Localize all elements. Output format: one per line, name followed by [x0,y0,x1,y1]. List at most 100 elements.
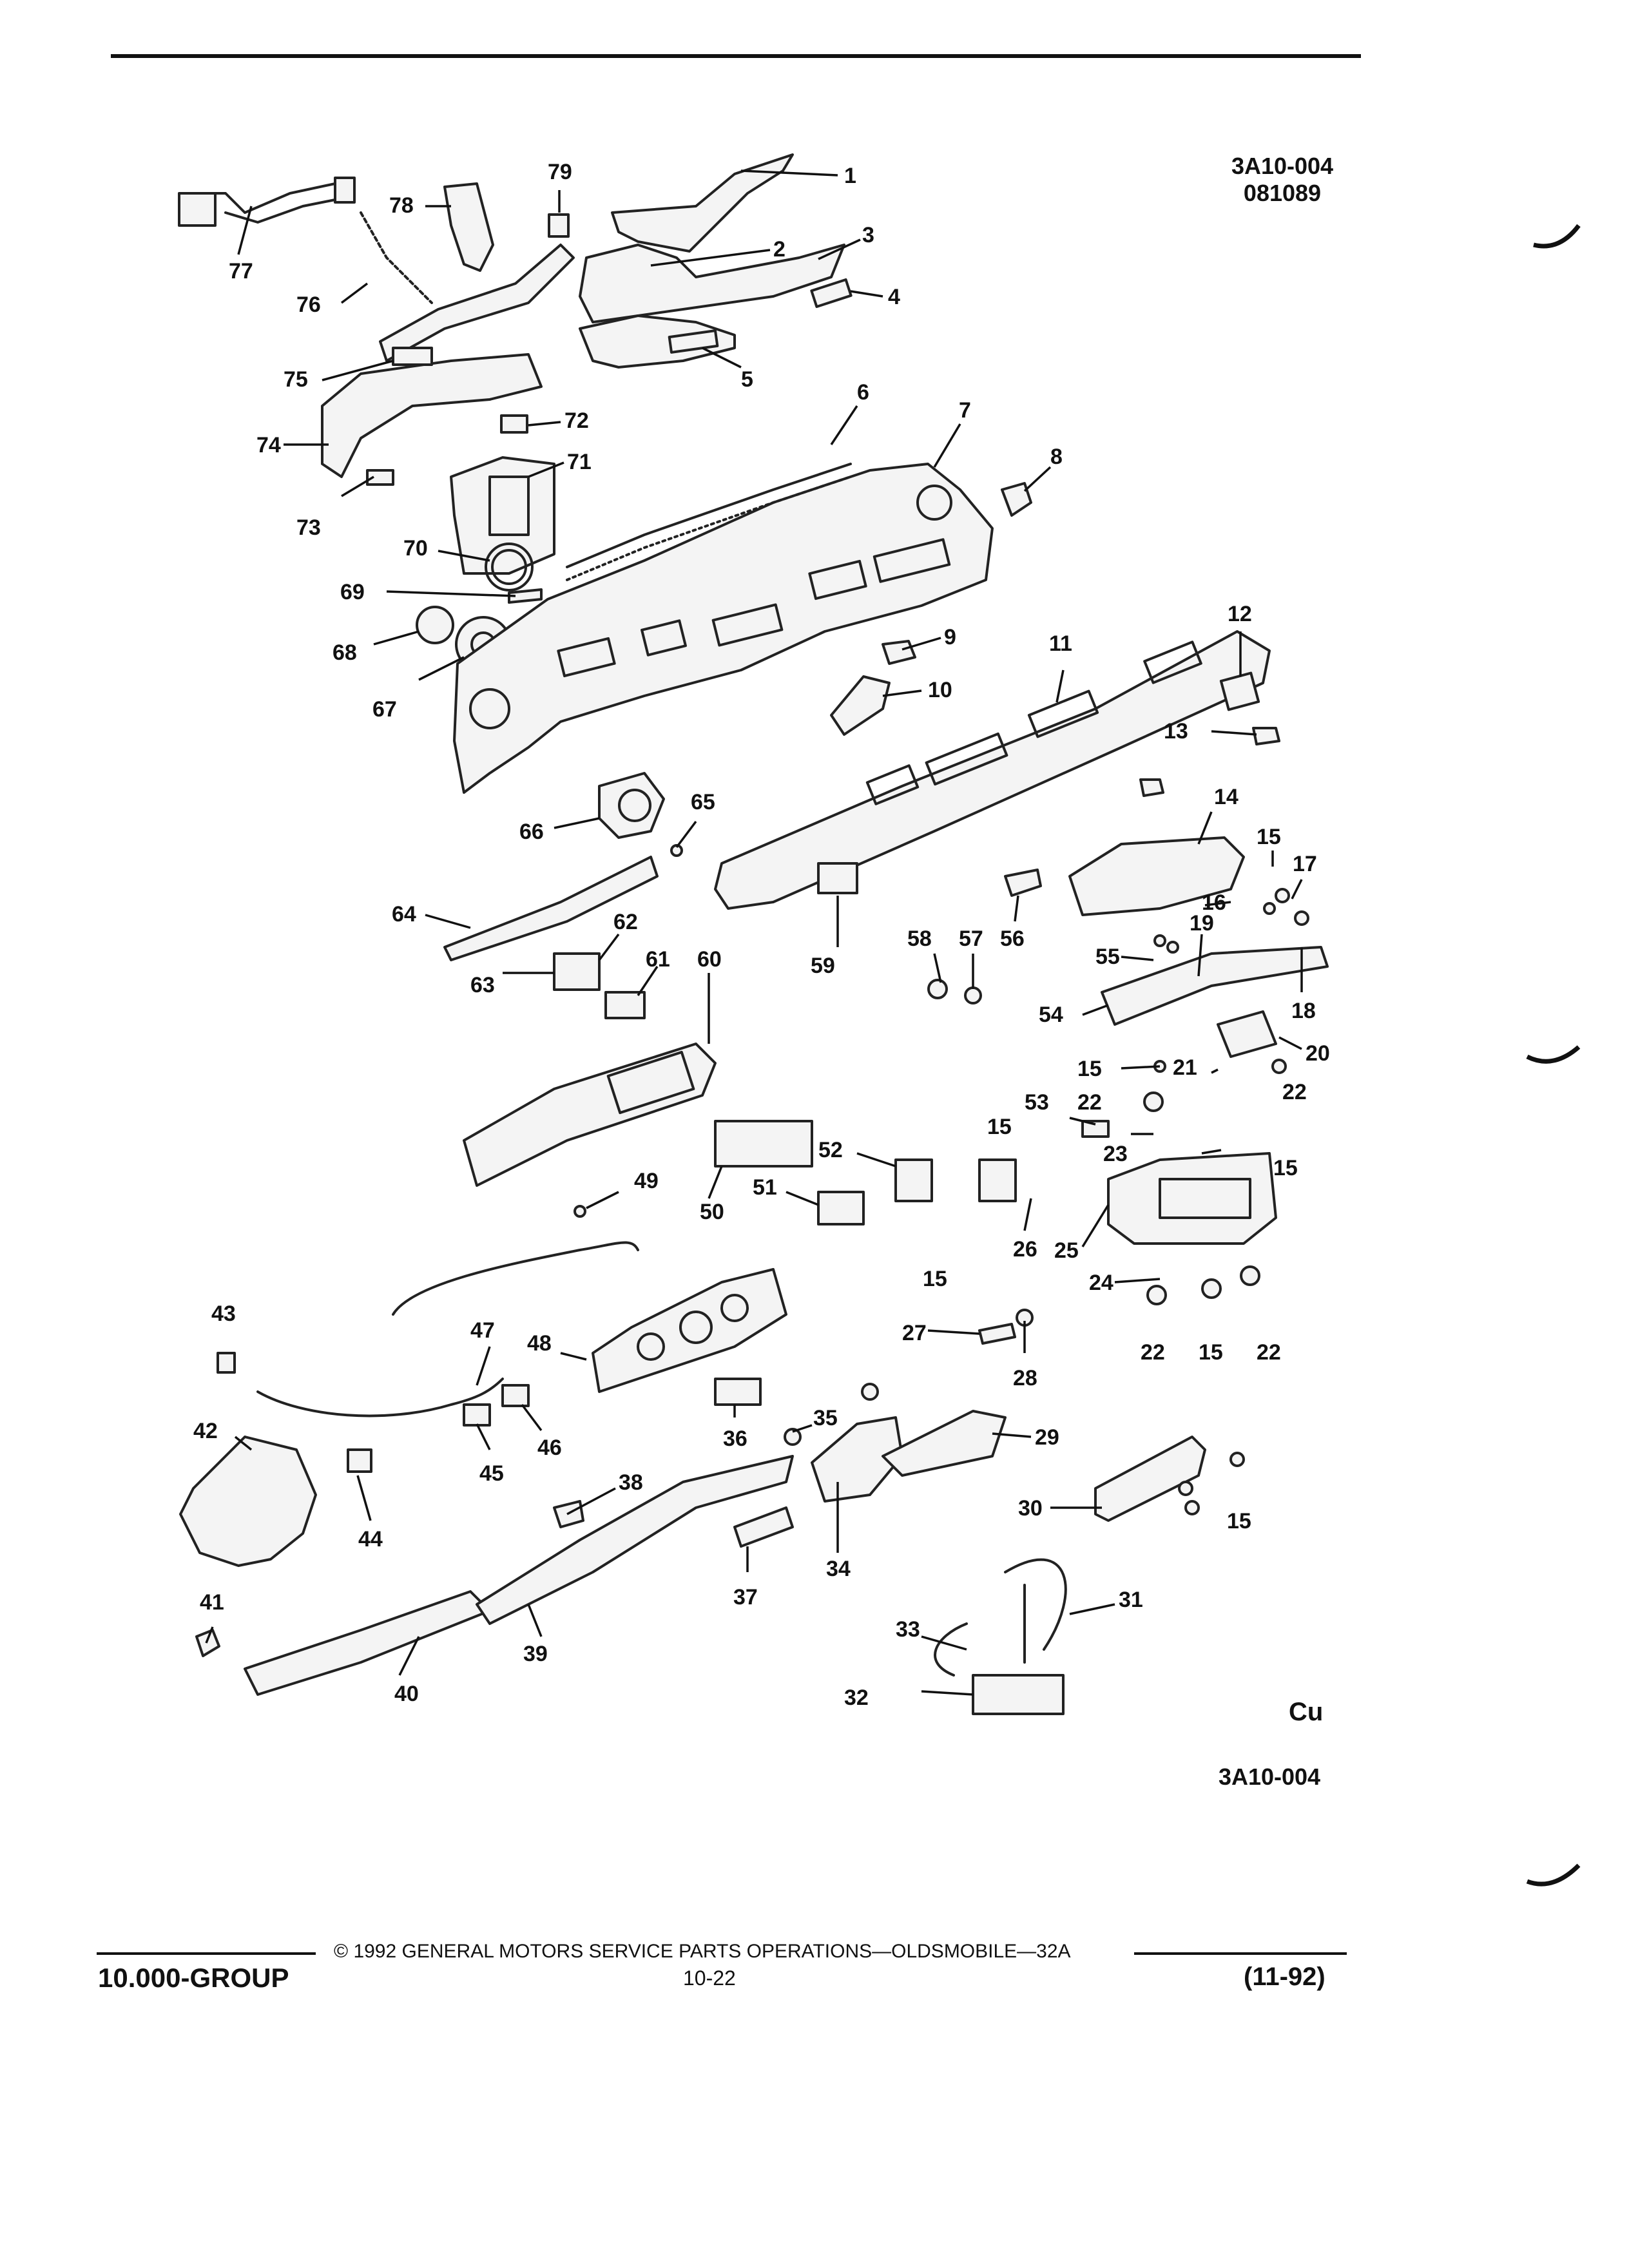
callout-42: 42 [193,1419,218,1443]
drawing-date-code: 081089 [1243,180,1322,206]
callout-11: 11 [1049,631,1072,656]
callout-leader-lines [205,169,1303,1696]
callout-48: 48 [527,1331,552,1356]
callout-57: 57 [959,927,983,951]
callout-18: 18 [1291,999,1316,1023]
callout-64: 64 [392,902,416,927]
cu-mark: Cu [1289,1698,1323,1726]
callout-43: 43 [211,1302,236,1326]
callout-9: 9 [944,625,956,649]
callout-7: 7 [959,398,971,423]
callout-4: 4 [888,285,900,309]
callout-63: 63 [470,973,495,997]
top-rule [111,54,1361,58]
callout-26: 26 [1013,1237,1037,1262]
callout-77: 77 [229,259,253,284]
footer-rule-left [97,1952,316,1955]
callout-8: 8 [1050,445,1063,469]
callout-68: 68 [333,640,357,665]
callout-37: 37 [733,1585,758,1610]
callout-35: 35 [813,1406,838,1430]
callout-19: 19 [1190,911,1214,936]
callout-44: 44 [358,1527,383,1552]
drawing-code-bottom: 3A10-004 [1218,1763,1321,1790]
callout-72: 72 [564,408,589,433]
callout-51: 51 [753,1175,777,1200]
callout-15-d: 15 [1273,1156,1298,1180]
callout-15-g: 15 [923,1267,947,1291]
callout-14: 14 [1214,785,1239,809]
callout-52: 52 [818,1138,843,1162]
callout-70: 70 [403,536,428,561]
footer-copyright: © 1992 GENERAL MOTORS SERVICE PARTS OPER… [334,1941,1071,1962]
callout-39: 39 [523,1642,548,1666]
callout-74: 74 [256,433,281,457]
callout-1: 1 [844,164,856,188]
callout-69: 69 [340,580,365,604]
callout-10: 10 [928,678,952,702]
callout-49: 49 [634,1169,659,1193]
callout-20: 20 [1306,1041,1330,1066]
callout-45: 45 [479,1461,504,1486]
callout-24: 24 [1089,1271,1113,1295]
callout-28: 28 [1013,1366,1037,1390]
callout-60: 60 [697,947,722,972]
callout-67: 67 [372,697,397,722]
callout-25: 25 [1054,1238,1079,1263]
callout-12: 12 [1228,602,1252,626]
callout-55: 55 [1095,945,1120,969]
callout-56: 56 [1000,927,1025,951]
callout-15-c: 15 [987,1115,1012,1139]
callout-79: 79 [548,160,572,184]
footer-group: 10.000-GROUP [98,1963,289,1993]
footer-rule-right [1134,1952,1347,1955]
callout-3: 3 [862,223,874,247]
callout-76: 76 [296,293,321,317]
callout-34: 34 [826,1557,851,1581]
callout-71: 71 [567,450,592,474]
callout-17: 17 [1293,852,1317,876]
callout-50: 50 [700,1200,724,1224]
callout-2: 2 [773,237,786,262]
callout-15-b: 15 [1077,1057,1102,1081]
callout-32: 32 [844,1686,869,1710]
callout-41: 41 [200,1590,224,1615]
callout-29: 29 [1035,1425,1059,1450]
callout-47: 47 [470,1318,495,1343]
callout-73: 73 [296,515,321,540]
callout-36: 36 [723,1427,747,1451]
footer-revision: (11-92) [1244,1963,1325,1991]
callout-62: 62 [613,910,638,934]
callout-31: 31 [1119,1588,1143,1612]
callout-15: 15 [1257,825,1281,849]
drawing-code-top: 3A10-004 [1231,153,1334,179]
callout-46: 46 [537,1436,562,1460]
callout-38: 38 [619,1470,643,1495]
callout-22: 22 [1077,1090,1102,1115]
callout-53: 53 [1025,1090,1049,1115]
callout-16: 16 [1202,890,1226,915]
callout-61: 61 [646,947,670,972]
callout-27: 27 [902,1321,927,1345]
callout-22-d: 22 [1257,1340,1281,1365]
callout-75: 75 [284,367,308,392]
callout-59: 59 [811,954,835,978]
callout-30: 30 [1018,1496,1043,1521]
callout-21: 21 [1173,1055,1197,1080]
part-illustrations [178,153,1329,1715]
callout-66: 66 [519,820,544,844]
callout-78: 78 [389,193,414,218]
callout-65: 65 [691,790,715,814]
callout-labels: 1 2 3 4 5 6 7 8 9 10 11 12 13 14 15 16 1… [193,160,1330,1710]
callout-23: 23 [1103,1142,1128,1166]
callout-22-c: 22 [1141,1340,1165,1365]
callout-40: 40 [394,1682,419,1706]
callout-33: 33 [896,1617,920,1642]
callout-54: 54 [1039,1003,1063,1027]
callout-6: 6 [857,380,869,405]
callout-58: 58 [907,927,932,951]
callout-15-f: 15 [1227,1509,1251,1533]
callout-22-b: 22 [1282,1080,1307,1104]
callout-15-e: 15 [1199,1340,1223,1365]
